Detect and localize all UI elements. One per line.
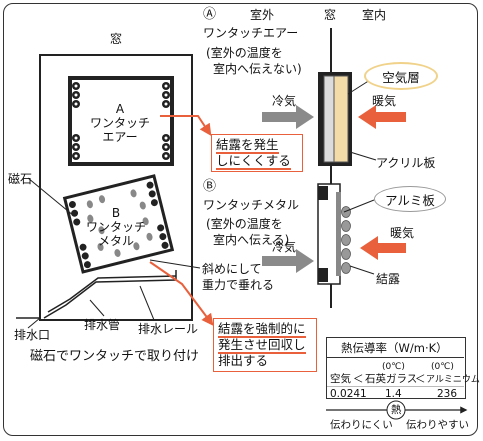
temp-alu: (0℃) — [431, 362, 454, 372]
drain-pipe-label: 排水管 — [84, 318, 121, 332]
a-symbol: Ⓐ — [203, 7, 217, 22]
a-name: ワンタッチエアー — [203, 26, 299, 40]
warm-air-a-label: 暖気 — [372, 94, 397, 108]
outer-frame — [3, 3, 478, 436]
conductivity-table: 熱伝導率（W/m·K） (0℃) (0℃) 空気 ＜ 石英ガラス ＜ アルミニウ… — [326, 337, 480, 400]
warm-arrow-b — [360, 236, 406, 260]
b-desc-1: (室外の温度を — [206, 217, 283, 231]
panel-a-label: A ワンタッチ エアー — [89, 102, 150, 144]
drain-port-label: 排水口 — [14, 328, 51, 342]
temp-glass: (0℃) — [382, 362, 405, 372]
lt-2: ＜ — [415, 373, 426, 385]
panel-b-label: B ワンタッチ メタル — [85, 206, 146, 248]
drain-rail-label: 排水レール — [138, 322, 199, 336]
table-title: 熱伝導率（W/m·K） — [341, 341, 448, 355]
warm-air-b-label: 暖気 — [390, 226, 415, 240]
material-alu: アルミニウム — [426, 375, 480, 385]
lt-1: ＜ — [353, 373, 364, 385]
heat-right: 伝わりやすい — [406, 419, 469, 431]
acrylic-label: アクリル板 — [376, 156, 436, 170]
condensation-label: 結露 — [376, 272, 401, 286]
heat-center: 熱 — [391, 404, 402, 416]
callout-b: 結露を強制的に 発生させ回収し 排出する — [213, 318, 317, 372]
outside-label: 室外 — [250, 8, 275, 22]
tilt-label-2: 重力で垂れる — [202, 278, 275, 292]
tilt-label-1: 斜めにして — [202, 262, 262, 276]
a-cross-section — [318, 72, 352, 166]
window-label-right: 窓 — [324, 8, 337, 22]
aluminum-oval: アルミ板 — [374, 186, 446, 212]
air-layer-oval: 空気層 — [364, 62, 438, 90]
cold-arrow-a — [262, 105, 314, 129]
callout-a: 結露を発生 しにくくする — [211, 134, 303, 172]
warm-arrow-a — [358, 105, 406, 129]
b-symbol: Ⓑ — [203, 179, 217, 194]
window-label-left: 窓 — [110, 32, 123, 46]
heat-left: 伝わりにくい — [330, 419, 393, 431]
material-air: 空気 — [330, 373, 351, 385]
b-desc-2: 室内へ伝える) — [213, 233, 290, 247]
cold-air-b-label: 冷気 — [272, 240, 297, 254]
a-desc-2: 室内へ伝えない) — [213, 62, 302, 76]
panel-b — [62, 174, 175, 274]
cold-air-a-label: 冷気 — [272, 94, 297, 108]
value-alu: 236 — [437, 388, 458, 400]
value-air: 0.0241 — [330, 388, 367, 400]
cold-arrow-b — [262, 249, 314, 273]
drain-system — [16, 270, 177, 319]
caption: 磁石でワンタッチで取り付け — [30, 349, 200, 364]
b-name: ワンタッチメタル — [203, 198, 300, 212]
material-glass: 石英ガラス — [365, 373, 418, 385]
value-glass: 1.4 — [385, 388, 402, 400]
inside-label: 室内 — [362, 8, 387, 22]
a-desc-1: (室外の温度を — [206, 46, 283, 60]
magnet-label: 磁石 — [8, 172, 33, 186]
panel-a — [68, 76, 174, 166]
heat-scale-line — [326, 400, 468, 420]
b-cross-section — [317, 183, 351, 285]
